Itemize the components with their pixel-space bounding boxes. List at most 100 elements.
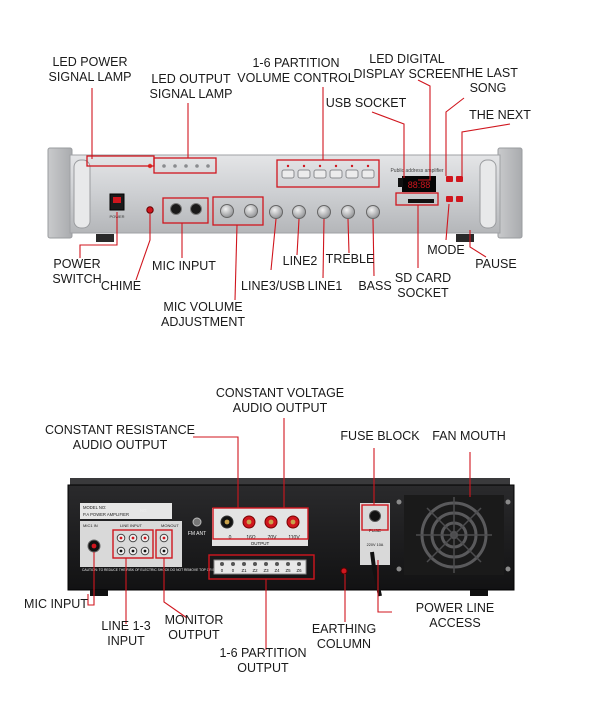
label-led-output-line1: LED OUTPUT [151,72,231,86]
label-mode: MODE [427,243,465,258]
rear-rca-jacks[interactable] [116,533,169,556]
front-rack-ear-right [497,147,523,239]
sd-card-socket[interactable] [408,199,434,203]
label-partition-volume-control: 1-6 PARTITION VOLUME CONTROL [237,56,354,86]
label-constant-resistance-line2: AUDIO OUTPUT [72,438,168,452]
fm-antenna-socket[interactable] [192,517,202,527]
label-power-line-line2: ACCESS [429,616,481,630]
bass-knob[interactable] [366,205,380,219]
label-led-digital-display: LED DIGITAL DISPLAY SCREEN [353,52,460,82]
label-treble: TREBLE [326,252,375,267]
rear-monout-text: MONOUT [161,523,179,528]
zone-label-z1: Z1 [241,568,247,573]
rear-foot-left [90,590,108,596]
rear-caution-text: CAUTION: TO REDUCE THE RISK OF ELECTRIC … [82,568,305,572]
label-monitor-output-line1: MONITOR [164,613,224,627]
zone-label-z3: Z3 [263,568,269,573]
mic-jack-2[interactable] [190,203,202,215]
label-led-power-line1: LED POWER [52,55,128,69]
output-terminals[interactable] [220,515,300,529]
output-terminal-labels: 0 16Ω 70V 110V [229,535,301,541]
display-title-text: Public address amplifier [390,168,443,174]
fuse-holder[interactable] [369,510,381,522]
label-constant-resistance-output: CONSTANT RESISTANCE AUDIO OUTPUT [45,423,195,453]
front-foot-right [456,234,474,242]
rear-foot-right [470,590,488,596]
front-callout-boxes [86,155,439,226]
label-pause-line1: PAUSE [475,257,517,271]
front-foot-left [96,234,114,242]
label-the-next: THE NEXT [469,108,531,123]
zone-label-z2: Z2 [252,568,258,573]
label-line-1-3-line1: LINE 1-3 [101,619,151,633]
rear-mic1-jack-core [91,543,97,549]
output-terminal-70v: 70V [268,535,278,541]
label-constant-voltage-line1: CONSTANT VOLTAGE [215,386,345,400]
zone-label-z5: Z5 [285,568,291,573]
rear-leader-lines [87,418,471,650]
output-terminal-16ohm: 16Ω [246,535,256,541]
rear-screws [396,499,511,572]
label-led-power-line2: SIGNAL LAMP [48,70,132,84]
front-handle-right [479,159,497,229]
power-switch-rocker [113,197,121,203]
partition-volume-buttons[interactable] [281,164,375,179]
mic-jack-1[interactable] [170,203,182,215]
label-fan-mouth-line1: FAN MOUTH [432,429,506,443]
line1-knob[interactable] [317,205,331,219]
label-line2: LINE2 [283,254,318,269]
line3-usb-knob[interactable] [269,205,283,219]
player-buttons[interactable] [446,176,463,202]
label-led-digital-line2: DISPLAY SCREEN [353,67,461,81]
chime-button[interactable] [146,206,154,214]
led-output-lamps [162,164,210,168]
label-mic-volume-line2: ADJUSTMENT [160,315,246,329]
earthing-column-post[interactable] [340,567,348,575]
label-pause: PAUSE [475,257,516,272]
label-constant-voltage-line2: AUDIO OUTPUT [232,401,328,415]
label-monitor-output: MONITOR OUTPUT [165,613,224,643]
label-earthing-column: EARTHING COLUMN [312,622,376,652]
front-rack-ear-left [47,147,73,239]
label-chime: CHIME [101,279,141,294]
line2-knob[interactable] [292,205,306,219]
label-bass: BASS [358,279,391,294]
label-power-switch-line2: SWITCH [52,272,102,286]
label-usb-socket: USB SOCKET [326,96,407,111]
label-power-line-line1: POWER LINE [415,601,495,615]
zone-label-0a: 0 [221,568,224,573]
label-front-mic-input-line1: MIC INPUT [152,259,216,273]
treble-knob[interactable] [341,205,355,219]
label-mic-volume-adjustment: MIC VOLUME ADJUSTMENT [161,300,245,330]
front-handle-left [73,159,91,229]
led-display-glow: 88:88 [408,180,431,190]
rear-fuse-rating-text: 220V 10A [367,543,384,547]
label-earthing-line1: EARTHING [311,622,377,636]
rear-caution-span: CAUTION: TO REDUCE THE RISK OF ELECTRIC … [82,568,305,572]
label-led-power-signal-lamp: LED POWER SIGNAL LAMP [49,55,132,85]
output-terminal-0: 0 [229,535,232,541]
usb-socket[interactable] [398,178,403,187]
label-partition-output-line1: 1-6 PARTITION [219,646,307,660]
mic-volume-knob-2[interactable] [244,204,258,218]
label-constant-resistance-line1: CONSTANT RESISTANCE [44,423,196,437]
rear-line-input-text: LINE INPUT [120,523,143,528]
rear-output-text: OUTPUT [251,541,270,546]
front-faceplate [69,154,501,234]
zone-terminal-screws[interactable] [220,562,301,566]
zone-label-0b: 0 [232,568,235,573]
label-power-line-access: POWER LINE ACCESS [416,601,495,631]
rear-model-text: MODEL NO: [83,505,106,510]
label-sd-card-line2: SOCKET [397,286,449,300]
label-the-last-song: THE LAST SONG [458,66,518,96]
label-mode-line1: MODE [427,243,465,257]
model-sticker [80,503,172,519]
mic-volume-knob-1[interactable] [220,204,234,218]
label-line-1-3-input: LINE 1-3 INPUT [101,619,150,649]
label-chime-line1: CHIME [100,279,142,293]
label-sd-card-line1: SD CARD [394,271,452,285]
label-constant-voltage-output: CONSTANT VOLTAGE AUDIO OUTPUT [216,386,344,416]
front-panel: POWER Public address amplifier [47,147,523,242]
label-power-switch-line1: POWER [53,257,101,271]
front-leader-lines [79,79,511,301]
